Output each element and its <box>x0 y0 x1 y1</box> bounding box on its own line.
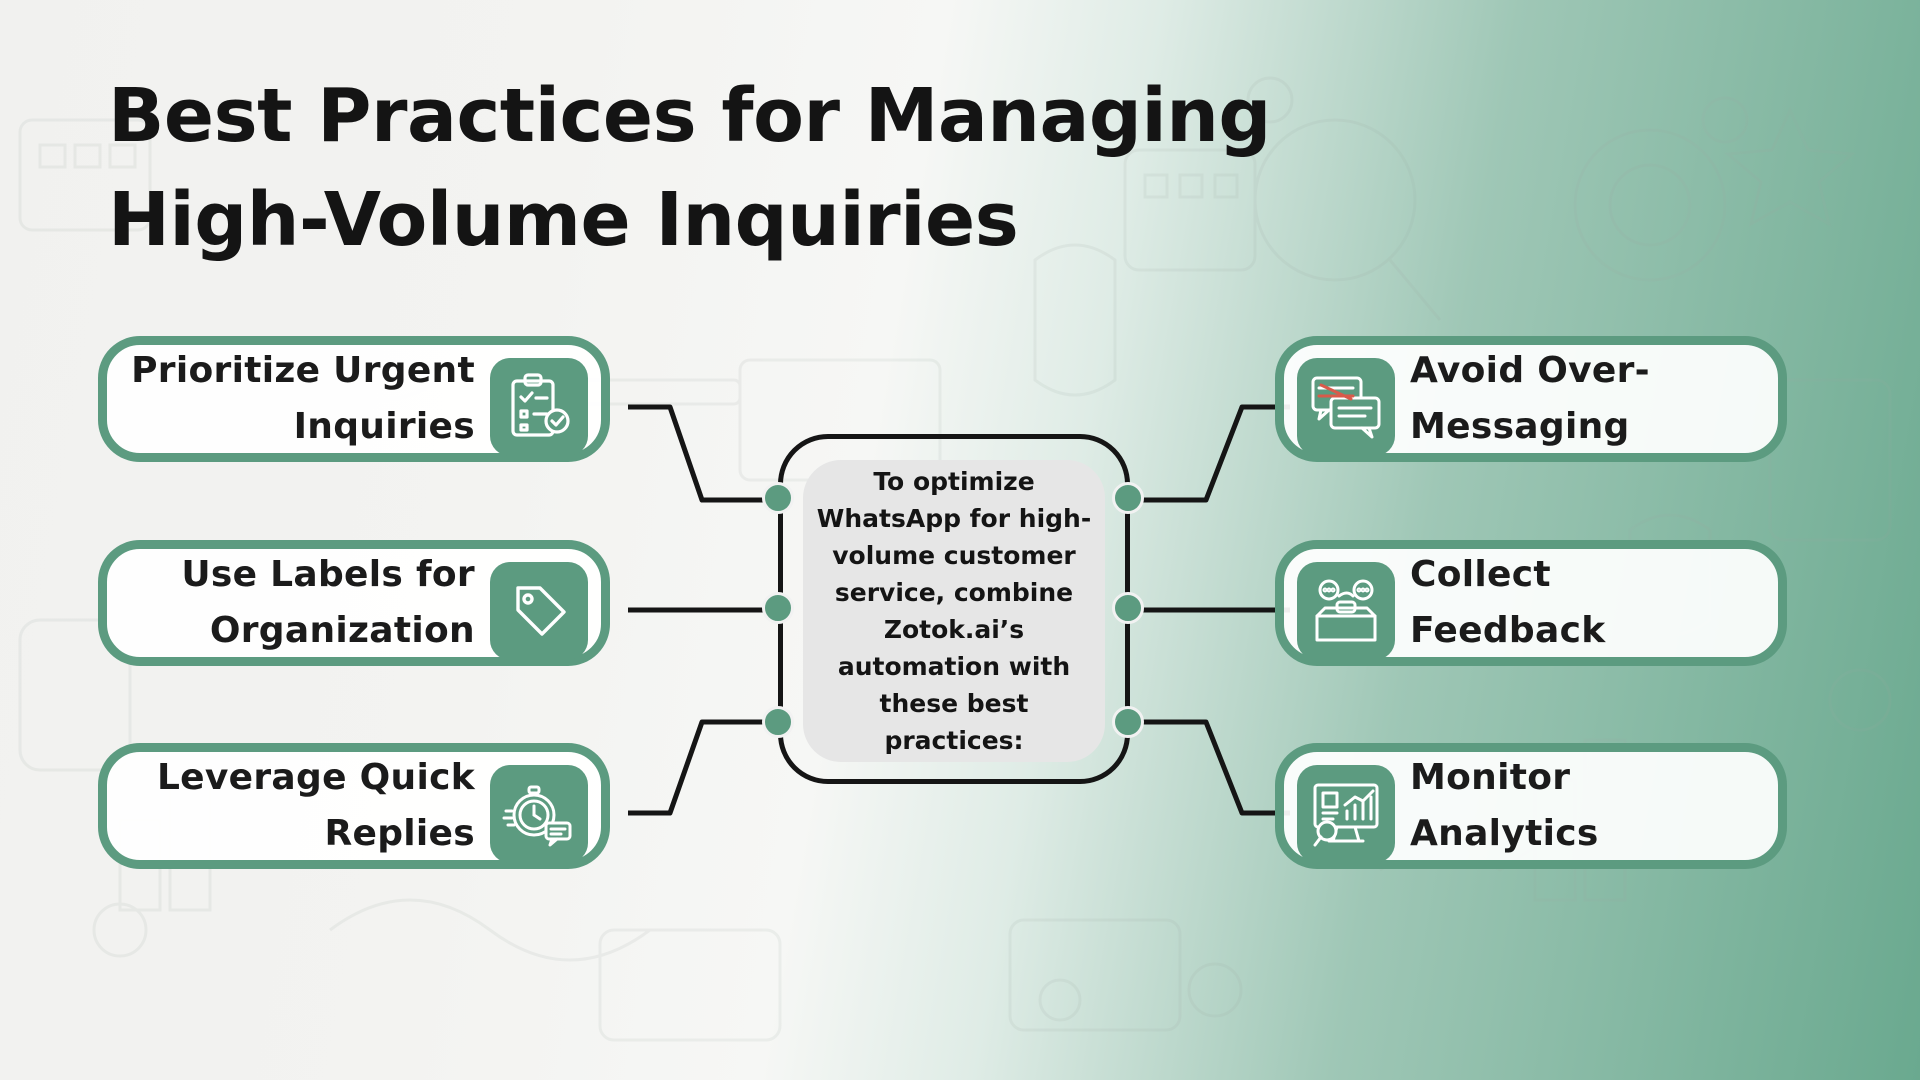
connector-left-bottom <box>628 719 778 816</box>
connector-dot-left-bottom <box>762 706 794 738</box>
card-label-line-2: Organization <box>209 610 475 651</box>
card-label-line-2: Analytics <box>1410 813 1599 854</box>
connector-dot-left-top <box>762 482 794 514</box>
card-avoid-over-messaging: Avoid Over- Messaging <box>1275 336 1787 462</box>
stopwatch-chat-icon <box>490 765 588 863</box>
connector-dot-left-middle <box>762 592 794 624</box>
card-label-line-1: Use Labels for <box>181 554 475 595</box>
card-label-line-1: Collect <box>1410 554 1551 595</box>
connector-dot-right-bottom <box>1112 706 1144 738</box>
card-leverage-quick-replies: Leverage Quick Replies <box>98 743 610 869</box>
connector-dot-right-top <box>1112 482 1144 514</box>
center-hub: To optimize WhatsApp for high-volume cus… <box>803 460 1105 762</box>
card-use-labels-for-organization: Use Labels for Organization <box>98 540 610 666</box>
clipboard-check-icon <box>490 358 588 456</box>
connector-left-top <box>628 404 778 503</box>
page-title-line-1: Best Practices for Managing <box>108 73 1271 159</box>
card-label-line-1: Prioritize Urgent <box>131 350 475 391</box>
page-title-line-2: High-Volume Inquiries <box>108 177 1019 263</box>
chat-bubbles-crossed-icon <box>1297 358 1395 456</box>
card-label: Leverage Quick Replies <box>127 752 475 860</box>
card-label-line-1: Leverage Quick <box>156 757 475 798</box>
card-label-line-2: Inquiries <box>293 406 475 447</box>
card-label: Collect Feedback <box>1410 549 1758 657</box>
card-label: Avoid Over- Messaging <box>1410 345 1758 453</box>
feedback-box-icon <box>1297 562 1395 660</box>
analytics-monitor-icon <box>1297 765 1395 863</box>
card-label-line-2: Replies <box>324 813 475 854</box>
card-collect-feedback: Collect Feedback <box>1275 540 1787 666</box>
page-title: Best Practices for Managing High-Volume … <box>108 64 1271 272</box>
card-monitor-analytics: Monitor Analytics <box>1275 743 1787 869</box>
tag-icon <box>490 562 588 660</box>
card-label: Use Labels for Organization <box>127 549 475 657</box>
connector-right-bottom <box>1130 719 1290 816</box>
card-label-line-2: Feedback <box>1410 610 1606 651</box>
card-label-line-1: Monitor <box>1410 757 1571 798</box>
card-label-line-2: Messaging <box>1410 406 1630 447</box>
connector-dot-right-middle <box>1112 592 1144 624</box>
card-prioritize-urgent-inquiries: Prioritize Urgent Inquiries <box>98 336 610 462</box>
connector-right-top <box>1130 404 1290 503</box>
card-label-line-1: Avoid Over- <box>1410 350 1650 391</box>
center-hub-text: To optimize WhatsApp for high-volume cus… <box>816 467 1092 755</box>
card-label: Prioritize Urgent Inquiries <box>127 345 475 453</box>
card-label: Monitor Analytics <box>1410 752 1758 860</box>
